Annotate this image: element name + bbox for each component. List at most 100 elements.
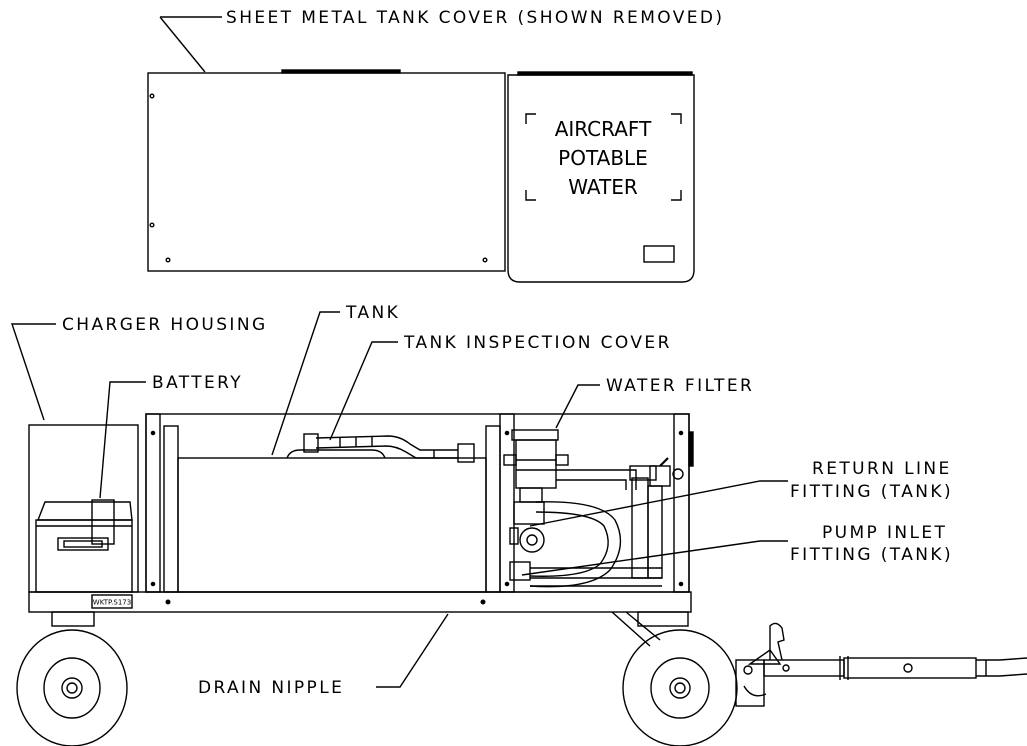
valve: [519, 487, 543, 503]
valve-knob: [672, 468, 684, 480]
hose-fitting: [457, 443, 475, 463]
return-hose: [556, 469, 637, 490]
cover-left-panel: [147, 72, 506, 272]
label-battery: BATTERY: [152, 373, 243, 393]
battery-case: [35, 519, 133, 593]
sign-corner-bracket: [671, 190, 682, 201]
tow-latch: [747, 649, 782, 665]
sign-corner-bracket: [525, 190, 536, 201]
label-pump-inlet-1: PUMP INLET: [822, 523, 947, 543]
tow-tube: [763, 659, 845, 677]
leader-pump-inlet: [521, 540, 788, 576]
vertical-pipe: [647, 485, 663, 579]
tow-bolt: [743, 665, 753, 675]
right-wheel: [622, 629, 738, 746]
ball-valve: [649, 465, 671, 487]
hub-nut: [674, 682, 686, 694]
axle-brace: [611, 611, 651, 647]
cover-screw: [165, 257, 171, 263]
tank-inspection-cover: [286, 449, 386, 459]
filter-port: [503, 454, 517, 466]
tire-outer: [16, 629, 128, 746]
cover-screw: [149, 222, 155, 228]
sheet-metal-tank-cover: AIRCRAFT POTABLE WATER: [147, 69, 695, 283]
tank-body: [177, 457, 487, 593]
cover-screw: [482, 257, 488, 263]
tow-bolt: [782, 664, 790, 672]
label-charger-housing: CHARGER HOUSING: [62, 315, 268, 335]
sign-corner-bracket: [671, 113, 682, 124]
filter-bowl: [515, 439, 557, 489]
frame-bolt: [165, 599, 171, 605]
hub-nut: [66, 682, 78, 694]
frame-bolt: [480, 599, 486, 605]
leader-tank: [271, 311, 340, 456]
enclosure-bracket: [163, 425, 179, 593]
pipe-elbow: [629, 465, 657, 481]
battery-strap: [91, 499, 115, 545]
charger-housing: [28, 424, 139, 593]
label-tank-inspection-cover: TANK INSPECTION COVER: [403, 333, 672, 353]
axle-mount: [51, 611, 95, 627]
label-drain-nipple: DRAIN NIPPLE: [198, 678, 344, 698]
filter-port: [555, 454, 569, 466]
bolt: [504, 581, 510, 587]
label-return-line-1: RETURN LINE: [812, 459, 952, 479]
callout-labels: SHEET METAL TANK COVER (SHOWN REMOVED) C…: [62, 8, 952, 698]
tow-tube: [843, 657, 977, 679]
tow-handle: [976, 673, 1027, 677]
axle-mount: [637, 611, 689, 627]
tow-handle: [976, 657, 1027, 661]
loop-hose: [529, 501, 622, 588]
door-latch: [688, 431, 694, 467]
sign-line-3: WATER: [568, 175, 638, 199]
callout-leaders: [11, 16, 788, 688]
tow-bar: [735, 622, 1027, 707]
tire-inner: [650, 657, 710, 719]
bolt: [150, 430, 156, 436]
leader-charger-housing: [11, 323, 56, 421]
plumbing: [503, 429, 684, 588]
label-sheet-metal-cover: SHEET METAL TANK COVER (SHOWN REMOVED): [226, 8, 724, 28]
enclosure-post-right: [673, 413, 690, 593]
left-wheel: [16, 629, 128, 746]
bolt: [150, 581, 156, 587]
pump: [519, 527, 545, 553]
bolt: [678, 430, 684, 436]
sign-line-1: AIRCRAFT: [555, 117, 652, 141]
bolt: [678, 581, 684, 587]
tow-clevis: [743, 685, 767, 697]
main-enclosure: [145, 413, 690, 593]
cover-right-hinge: [517, 71, 693, 76]
nameplate-text: WKTP.S173: [93, 599, 131, 607]
vent-hose: [315, 445, 458, 459]
sign-line-2: POTABLE: [558, 146, 648, 170]
label-tank: TANK: [345, 303, 400, 323]
battery-handle-slot: [63, 540, 103, 548]
hose-fitting: [303, 433, 319, 453]
filter-head: [511, 429, 559, 441]
leader-sheet-metal-cover: [159, 16, 206, 73]
cover-right-panel: [507, 74, 695, 283]
cover-top-grip: [281, 69, 401, 74]
battery-handle: [57, 537, 109, 551]
tow-pin: [903, 663, 913, 673]
tank: [177, 433, 487, 593]
enclosure-divider: [499, 413, 515, 593]
front-axle: [51, 611, 689, 647]
tow-bracket: [735, 659, 765, 707]
valve: [513, 501, 545, 525]
valve-handle: [659, 457, 669, 467]
return-hose: [556, 479, 627, 490]
loop-hose: [529, 511, 609, 577]
tire-inner: [43, 657, 101, 719]
hub: [61, 677, 83, 699]
leader-drain-nipple: [376, 613, 449, 688]
cover-screw: [149, 93, 155, 99]
vertical-pipe: [631, 477, 649, 579]
fitting: [509, 561, 531, 581]
tire-outer: [622, 629, 738, 746]
tow-hook: [769, 622, 785, 661]
sign-corner-bracket: [525, 113, 536, 124]
